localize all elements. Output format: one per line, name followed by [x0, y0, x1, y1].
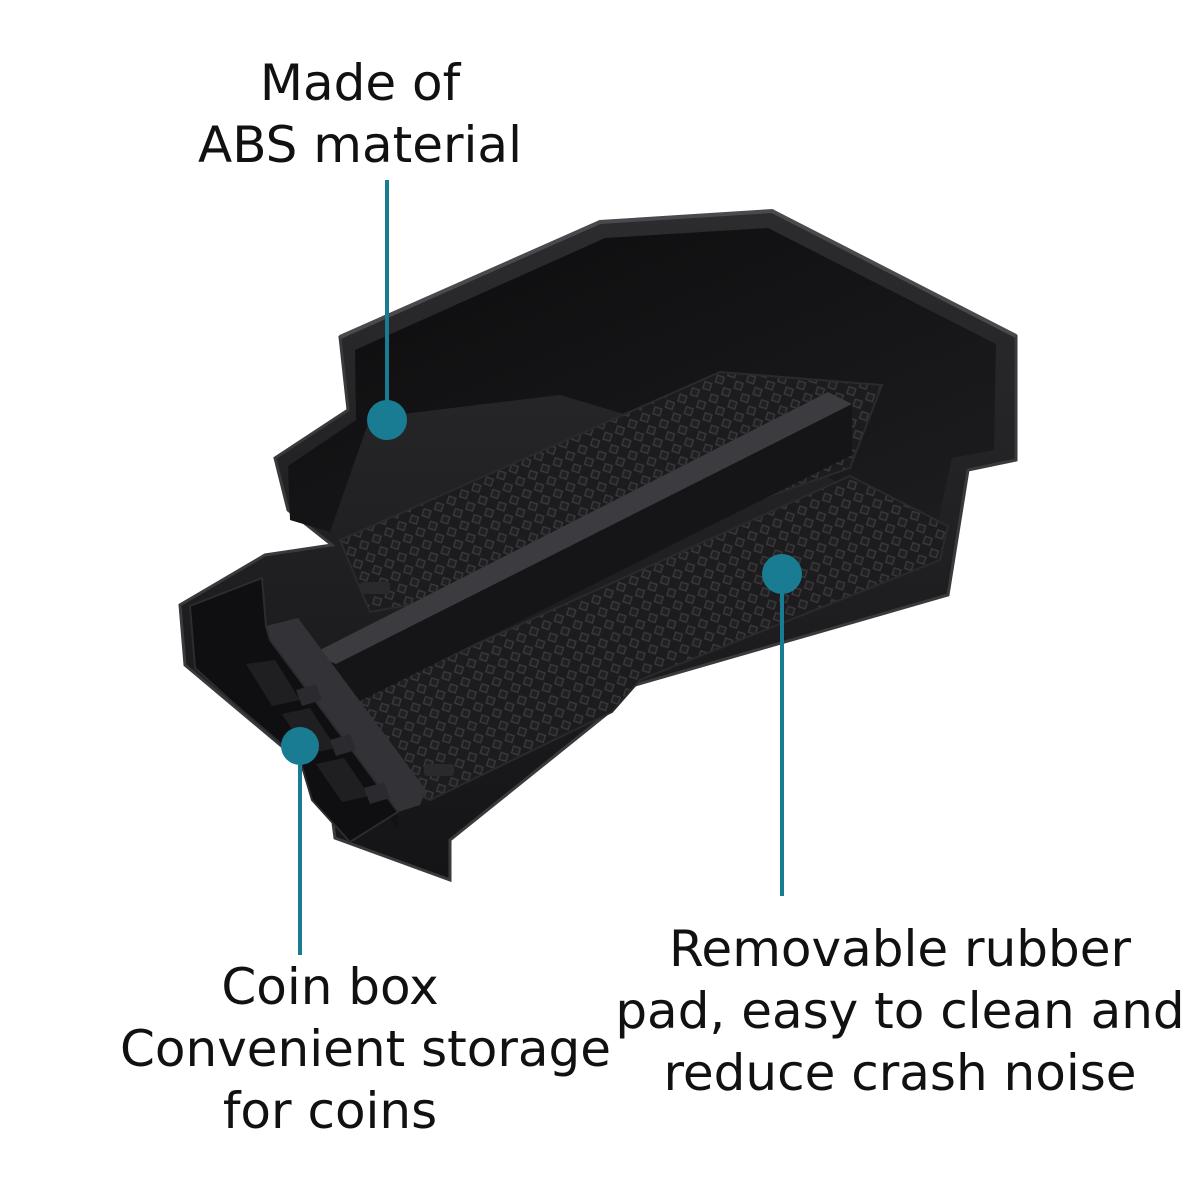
pad-tab-front	[424, 764, 454, 776]
coin-callout-line-1: Coin box	[221, 958, 439, 1016]
abs-material-callout: Made of ABS material	[160, 52, 560, 176]
rubber-pad-callout: Removable rubber pad, easy to clean and …	[600, 918, 1200, 1104]
pad-callout-line-3: reduce crash noise	[663, 1044, 1137, 1102]
coin-box-callout: Coin box Convenient storage for coins	[120, 956, 612, 1142]
coin-callout-line-3: for coins	[222, 1082, 438, 1140]
abs-callout-pointer	[367, 180, 407, 440]
long-divider	[312, 392, 852, 712]
abs-callout-line-1: Made of	[259, 54, 461, 112]
pad-callout-line-2: pad, easy to clean and	[615, 982, 1185, 1040]
pad-tab-back	[360, 582, 390, 594]
coin-callout-line-2: Convenient storage	[120, 1020, 612, 1078]
pad-callout-line-1: Removable rubber	[668, 920, 1132, 978]
pad-callout-pointer	[762, 554, 802, 896]
coin-box	[188, 576, 400, 844]
coin-callout-pointer	[281, 727, 319, 955]
abs-callout-line-2: ABS material	[198, 116, 522, 174]
rubber-pad-back	[338, 370, 884, 614]
